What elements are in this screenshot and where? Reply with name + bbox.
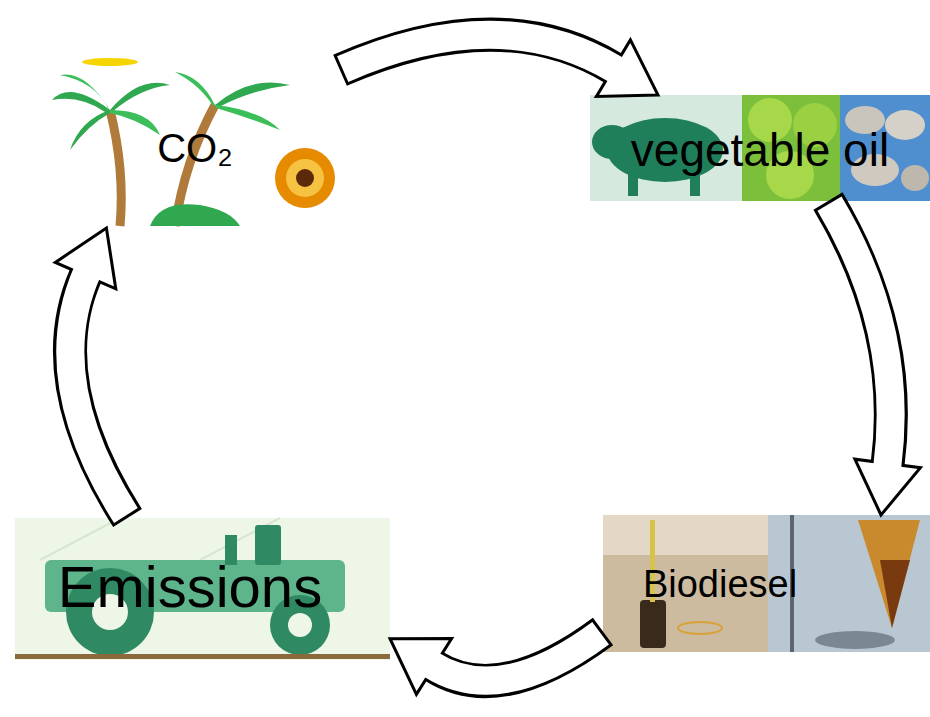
tile-label: vegetable oil [631, 124, 889, 177]
arrow-shaft-fill [343, 35, 616, 70]
arrow-shaft-fill [830, 204, 891, 467]
tractor-illustration [15, 518, 390, 660]
cycle-arrow [390, 632, 603, 695]
cycle-arrow [55, 228, 127, 518]
feedstock-illustration [590, 95, 930, 201]
tile-label: CO₂ [157, 125, 233, 171]
lab-illustration [603, 515, 930, 652]
cycle-arrow [340, 35, 658, 97]
image-tile: vegetable oil [590, 95, 930, 201]
image-tile: Biodiesel [603, 515, 930, 652]
image-tile: Emissions [15, 518, 390, 660]
arrow-shaft-fill [432, 633, 601, 680]
arrow-head [855, 459, 921, 515]
cycle-arrow [828, 201, 920, 515]
tile-label: Emissions [58, 554, 322, 621]
image-tile: CO₂ [48, 62, 340, 228]
palm-illustration [48, 58, 340, 228]
arrow-shaft-fill [70, 273, 126, 516]
tile-label: Biodiesel [643, 563, 797, 607]
